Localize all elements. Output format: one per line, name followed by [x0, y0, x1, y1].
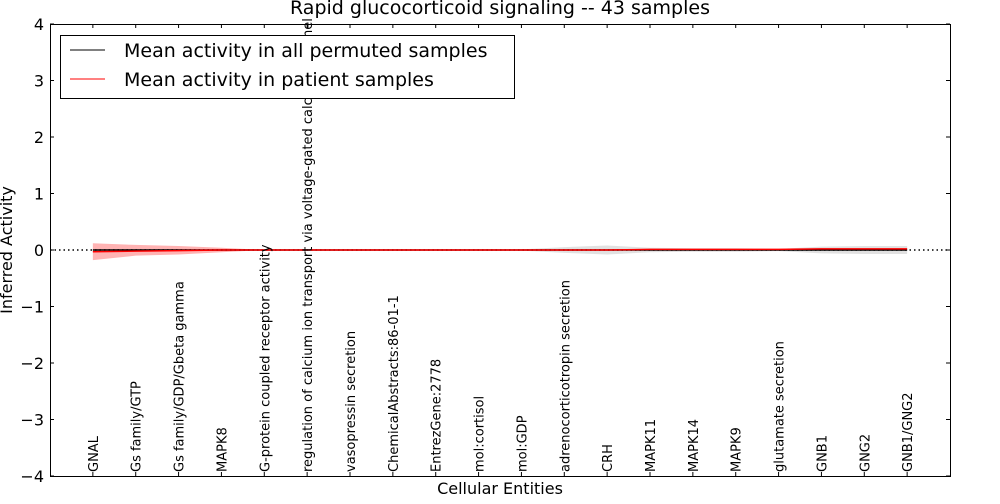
category-label: mol:cortisol — [473, 396, 488, 472]
category-label: regulation of calcium ion transport via … — [301, 18, 316, 472]
series-line-patient — [92, 248, 908, 253]
category-label: Gs family/GDP/Gbeta gamma — [173, 281, 188, 472]
category-label: MAPK8 — [215, 427, 230, 472]
x-axis-label: Cellular Entities — [437, 479, 563, 498]
category-label: GNB1 — [815, 435, 830, 472]
y-tick-label: −2 — [20, 354, 44, 373]
y-tick-label: −1 — [20, 298, 44, 317]
category-label: MAPK14 — [687, 419, 702, 472]
chart-title: Rapid glucocorticoid signaling -- 43 sam… — [290, 0, 710, 19]
y-tick-label: −4 — [20, 467, 44, 486]
axis-ticks — [50, 23, 950, 477]
y-tick-label: 4 — [34, 15, 44, 34]
category-label: CRH — [601, 444, 616, 472]
y-tick-label: 1 — [34, 185, 44, 204]
category-label: vasopressin secretion — [344, 331, 359, 472]
y-tick-labels: 4 3 2 1 0 −1 −2 −3 −4 — [20, 15, 44, 486]
category-label: GNAL — [87, 435, 102, 472]
category-label: Gs family/GTP — [130, 381, 145, 472]
y-tick-label: 0 — [34, 241, 44, 260]
y-tick-label: −3 — [20, 411, 44, 430]
legend: Mean activity in all permuted samples Me… — [60, 35, 515, 99]
category-label: G-protein coupled receptor activity — [258, 244, 273, 472]
category-label: glutamate secretion — [773, 341, 788, 472]
category-label: GNG2 — [858, 434, 873, 472]
confidence-bands — [92, 243, 908, 261]
category-label: ChemicalAbstracts:86-01-1 — [387, 295, 402, 472]
legend-label-permuted: Mean activity in all permuted samples — [124, 40, 487, 62]
series-lines — [50, 248, 950, 253]
y-tick-label: 3 — [34, 72, 44, 91]
y-axis-label: Inferred Activity — [0, 186, 16, 314]
category-label: adrenocorticotropin secretion — [558, 280, 573, 472]
category-label: mol:GDP — [515, 415, 530, 472]
band-patient — [92, 243, 908, 261]
category-label: GNB1/GNG2 — [901, 392, 916, 472]
category-labels: GNAL Gs family/GTP Gs family/GDP/Gbeta gam… — [87, 18, 916, 472]
category-label: MAPK11 — [644, 419, 659, 472]
category-label: EntrezGene:2778 — [430, 359, 445, 472]
category-label: MAPK9 — [730, 427, 745, 472]
y-tick-label: 2 — [34, 128, 44, 147]
legend-label-patient: Mean activity in patient samples — [124, 69, 434, 91]
